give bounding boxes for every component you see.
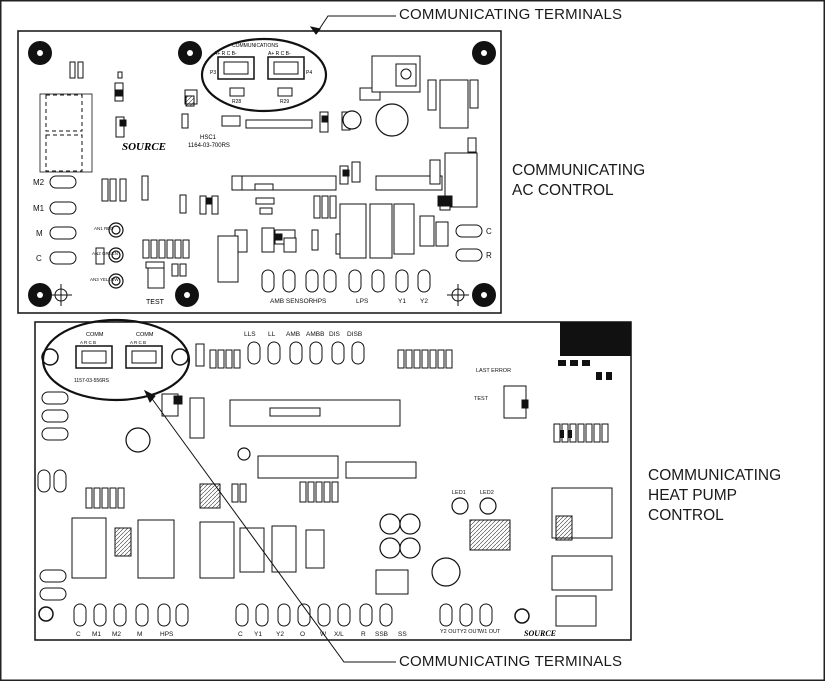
ac-control-board: COMMUNICATIONS A+ R C B- A+ R C B- P3 P4… [17,30,502,314]
relay-icon [39,93,93,173]
svg-text:W1 OUT: W1 OUT [479,629,501,635]
svg-text:M: M [137,631,142,638]
svg-text:DIS: DIS [329,331,341,338]
svg-text:A+ R C B-: A+ R C B- [214,51,237,57]
svg-text:A R C B: A R C B [130,340,146,345]
ac-capacitors [108,103,409,289]
hp-capacitors [125,427,497,587]
svg-text:LL: LL [268,331,276,338]
conn-header: COMMUNICATIONS [232,43,279,49]
ac-hatched-parts [115,89,350,241]
bottom-terminals-callout: COMMUNICATING TERMINALS [399,653,623,670]
hp-bottom-labels: C M1 M2 M HPS C Y1 Y2 O W X/L R SSB SS [76,631,407,638]
hp-top-labels: LLS LL AMB AMBB DIS DISB [244,331,362,338]
ac-terminals-highlight [200,37,328,113]
svg-text:M1: M1 [92,631,101,638]
svg-text:Y1: Y1 [398,298,406,305]
heat-pump-control-label: COMMUNICATING HEAT PUMP CONTROL [648,467,782,524]
svg-text:Y2 OUT: Y2 OUT [440,629,461,635]
svg-text:Y2 OUT: Y2 OUT [460,629,481,635]
svg-text:R: R [486,251,492,260]
svg-text:P4: P4 [306,70,312,76]
hp-bottom-terminals [38,603,530,627]
hp-top-terminals [195,341,365,367]
hp-terminals-highlight [41,318,191,402]
svg-text:P3: P3 [210,70,216,76]
svg-text:AN3 YELLOW: AN3 YELLOW [90,277,119,282]
ac-bottom-terminals [261,269,431,293]
svg-text:Y2: Y2 [276,631,284,638]
hp-left-terminals [37,391,69,601]
hp-comm-connectors: COMM COMM A R C B A R C B 1157-03-556RS [41,332,189,384]
svg-text:AMB: AMB [286,331,300,338]
svg-text:HPS: HPS [313,298,327,305]
ac-regulator [371,55,453,207]
svg-text:TEST: TEST [474,396,489,402]
svg-text:AN1 RED: AN1 RED [94,226,114,231]
svg-text:R28: R28 [232,99,241,105]
ac-part-number: 1164-03-700RS [188,143,230,149]
heat-pump-board: COMM COMM A R C B A R C B 1157-03-556RS … [34,318,632,641]
ac-bottom-labels: AMB SENSOR HPS LPS Y1 Y2 [270,298,428,305]
svg-text:Y1: Y1 [254,631,262,638]
svg-text:M2: M2 [112,631,121,638]
ac-brand: SOURCE [122,141,166,153]
svg-text:C: C [486,227,492,236]
hp-right-pins [558,360,612,438]
svg-text:C: C [76,631,81,638]
svg-text:LAST ERROR: LAST ERROR [476,368,511,374]
svg-text:LED1: LED1 [452,490,466,496]
svg-text:SS: SS [398,631,407,638]
svg-text:LLS: LLS [244,331,256,338]
svg-text:AMB SENSOR: AMB SENSOR [270,298,314,305]
hp-ics [71,385,613,627]
top-terminals-callout: COMMUNICATING TERMINALS [399,6,623,23]
ac-components [69,61,479,289]
ac-right-terminals: C R [455,224,492,262]
svg-text:C: C [238,631,243,638]
svg-text:DISB: DISB [347,331,362,338]
ac-led-labels: AN1 RED AN2 GREEN AN3 YELLOW [90,226,119,282]
svg-text:LED2: LED2 [480,490,494,496]
ac-control-label: COMMUNICATING AC CONTROL [512,162,646,199]
svg-text:R29: R29 [280,99,289,105]
svg-text:A+ R C B-: A+ R C B- [268,51,291,57]
ac-left-terminals: M2 M1 M C [33,175,77,265]
svg-text:M: M [36,229,43,238]
svg-text:A R C B: A R C B [80,340,96,345]
svg-text:AN2 GREEN: AN2 GREEN [92,251,118,256]
hp-output-labels: Y2 OUT Y2 OUT W1 OUT [440,629,501,635]
svg-text:SSB: SSB [375,631,388,638]
svg-text:LPS: LPS [356,298,369,305]
svg-text:HPS: HPS [160,631,174,638]
callout-lines [143,15,396,663]
svg-text:M1: M1 [33,204,45,213]
svg-text:COMM: COMM [136,332,154,338]
svg-text:Y2: Y2 [420,298,428,305]
svg-text:AMBB: AMBB [306,331,324,338]
ac-comm-connectors: COMMUNICATIONS A+ R C B- A+ R C B- P3 P4… [210,43,312,105]
hp-brand: SOURCE [524,629,556,638]
svg-text:O: O [300,631,305,638]
hp-resistors [85,349,609,509]
svg-text:X/L: X/L [334,631,344,638]
svg-text:COMM: COMM [86,332,104,338]
svg-text:1157-03-556RS: 1157-03-556RS [74,378,110,384]
hp-led-labels: LED1 LED2 TEST LAST ERROR [452,368,511,496]
mounting-hole-icon [28,41,496,307]
svg-text:HSC1: HSC1 [200,135,217,141]
svg-text:C: C [36,254,42,263]
svg-text:M2: M2 [33,178,45,187]
svg-text:R: R [361,631,366,638]
ac-test-label: TEST [146,299,165,306]
